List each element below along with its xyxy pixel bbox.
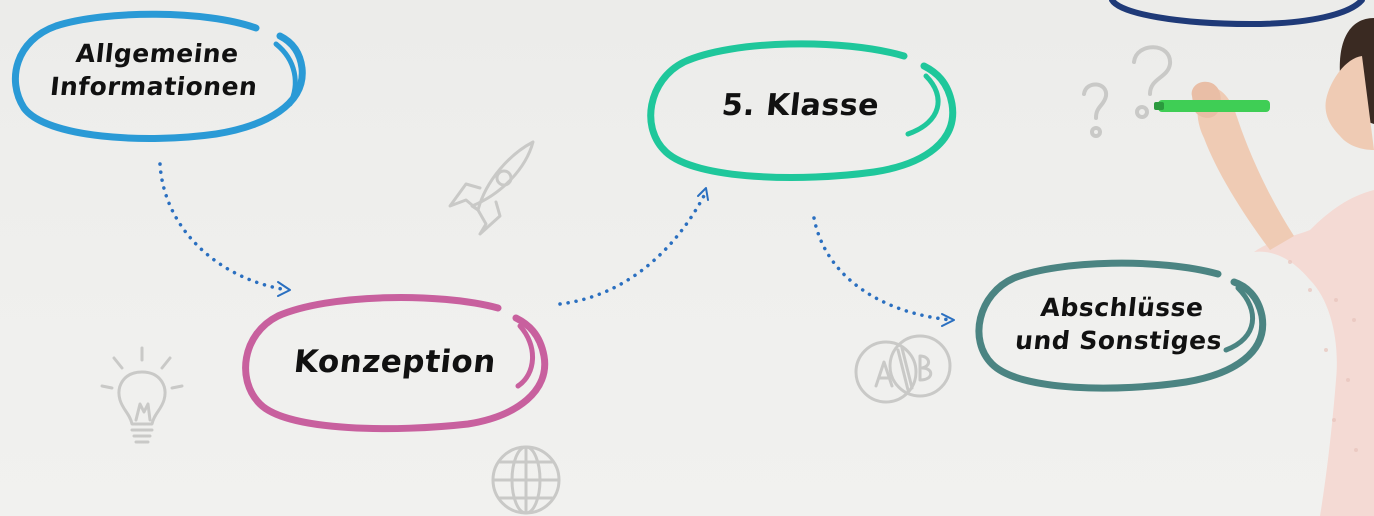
- arrow-klasse5-to-abschluesse: [812, 216, 955, 327]
- arrow-allgemeine-to-konzeption: [158, 162, 291, 297]
- node-abschluesse-und-sonstiges[interactable]: Abschlüsse und Sonstiges: [970, 254, 1270, 394]
- node-label-abschluesse: Abschlüsse und Sonstiges: [1013, 292, 1224, 355]
- ab-venn-icon: [854, 334, 952, 404]
- node-label-konzeption: Konzeption: [292, 343, 498, 380]
- node-konzeption[interactable]: Konzeption: [238, 290, 552, 434]
- node-label-5-klasse: 5. Klasse: [720, 87, 882, 123]
- person-illustration: [1154, 18, 1374, 516]
- node-allgemeine-informationen[interactable]: Allgemeine Informationen: [6, 4, 306, 144]
- node-label-allgemeine: Allgemeine Informationen: [49, 38, 260, 101]
- arrow-konzeption-to-klasse5: [558, 187, 709, 306]
- node-ring-pink: [242, 294, 549, 433]
- node-5-klasse[interactable]: 5. Klasse: [642, 36, 960, 182]
- node-ring-teal: [975, 259, 1267, 392]
- question-marks-icon: [1082, 45, 1172, 138]
- node-ring-blue: [12, 10, 306, 142]
- rocket-icon: [448, 140, 535, 236]
- node-ring-green: [647, 40, 957, 181]
- top-right-circle: [1109, 0, 1365, 28]
- globe-icon: [491, 445, 561, 515]
- lightbulb-icon: [100, 346, 184, 444]
